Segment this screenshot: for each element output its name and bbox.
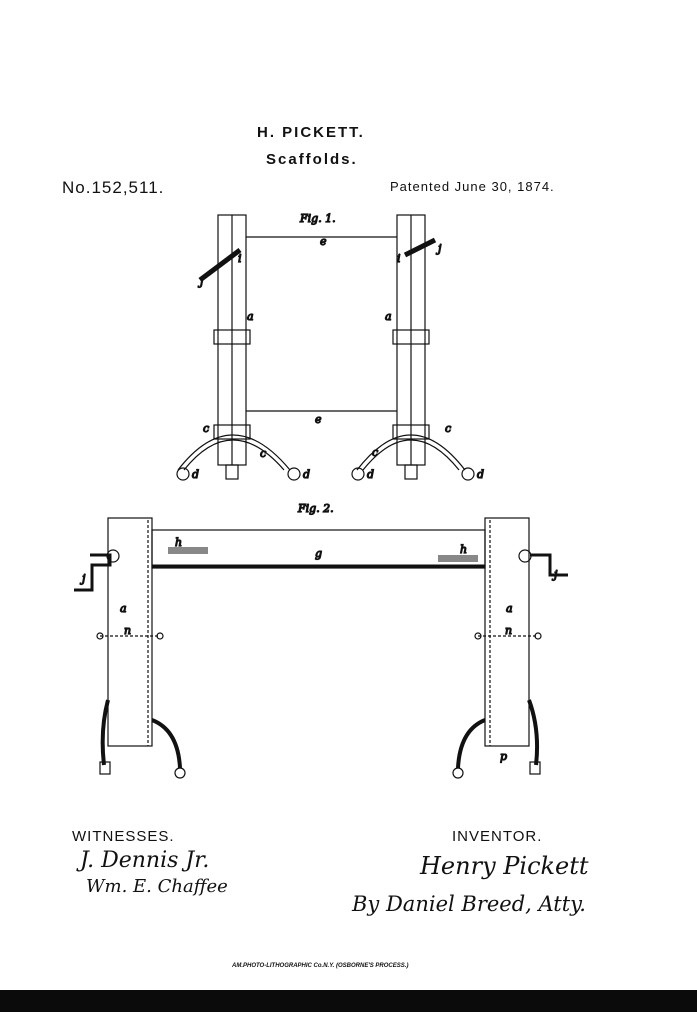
inventor-signature: Henry Pickett xyxy=(420,852,589,880)
fig1-letter: j xyxy=(435,242,442,255)
fig1-letter: c xyxy=(445,422,451,435)
fig2-letter: j xyxy=(79,572,86,585)
patent-number: No.152,511. xyxy=(62,178,165,197)
printer-credit: AM.PHOTO-LITHOGRAPHIC Co.N.Y. (OSBORNE'S… xyxy=(232,963,409,969)
fig2-letter: p xyxy=(500,750,507,763)
fig1-letter: a xyxy=(385,310,392,323)
fig1-letter: c xyxy=(372,446,378,459)
fig1-letter: c xyxy=(260,447,266,460)
figure-1: Fig. 1. e e a a i i j j c c c xyxy=(176,211,485,482)
patent-date: Patented June 30, 1874. xyxy=(390,179,555,194)
fig2-letter: h xyxy=(175,536,182,549)
fig1-letter: c xyxy=(203,422,209,435)
figure-2: Fig. 2. g h h j j xyxy=(74,501,568,779)
fig2-label: Fig. 2. xyxy=(297,502,334,515)
fig1-letter: d xyxy=(303,468,310,481)
fig2-letter: g xyxy=(315,547,322,560)
fig1-letter: j xyxy=(197,275,204,288)
plank xyxy=(151,529,486,569)
fig2-letter: h xyxy=(460,543,467,556)
patent-title: Scaffolds. xyxy=(266,151,358,168)
fig1-letter: i xyxy=(238,252,242,265)
fig1-letter: d xyxy=(367,468,374,481)
witnesses-heading: WITNESSES. xyxy=(72,828,175,845)
fig2-letter: n xyxy=(124,624,131,637)
fig2-letter: j xyxy=(551,568,558,581)
fig2-letter: a xyxy=(506,602,513,615)
inventor-header: H. PICKETT. xyxy=(257,124,365,141)
left-post xyxy=(107,517,153,747)
witness-signature: J. Dennis Jr. xyxy=(80,848,210,873)
fig1-letter: e xyxy=(315,413,322,426)
inventor-heading: INVENTOR. xyxy=(452,828,543,845)
fig1-letter: d xyxy=(477,468,484,481)
scan-edge-bar xyxy=(0,990,697,1012)
fig1-letter: a xyxy=(247,310,254,323)
attorney-signature: By Daniel Breed, Atty. xyxy=(352,892,586,916)
fig1-letter: d xyxy=(192,468,199,481)
fig1-label: Fig. 1. xyxy=(299,212,336,225)
right-post xyxy=(484,517,530,747)
fig2-letter: n xyxy=(505,624,512,637)
witness-signature: Wm. E. Chaffee xyxy=(86,876,228,897)
fig1-letter: i xyxy=(397,252,401,265)
fig1-letter: e xyxy=(320,235,327,248)
fig2-letter: a xyxy=(120,602,127,615)
